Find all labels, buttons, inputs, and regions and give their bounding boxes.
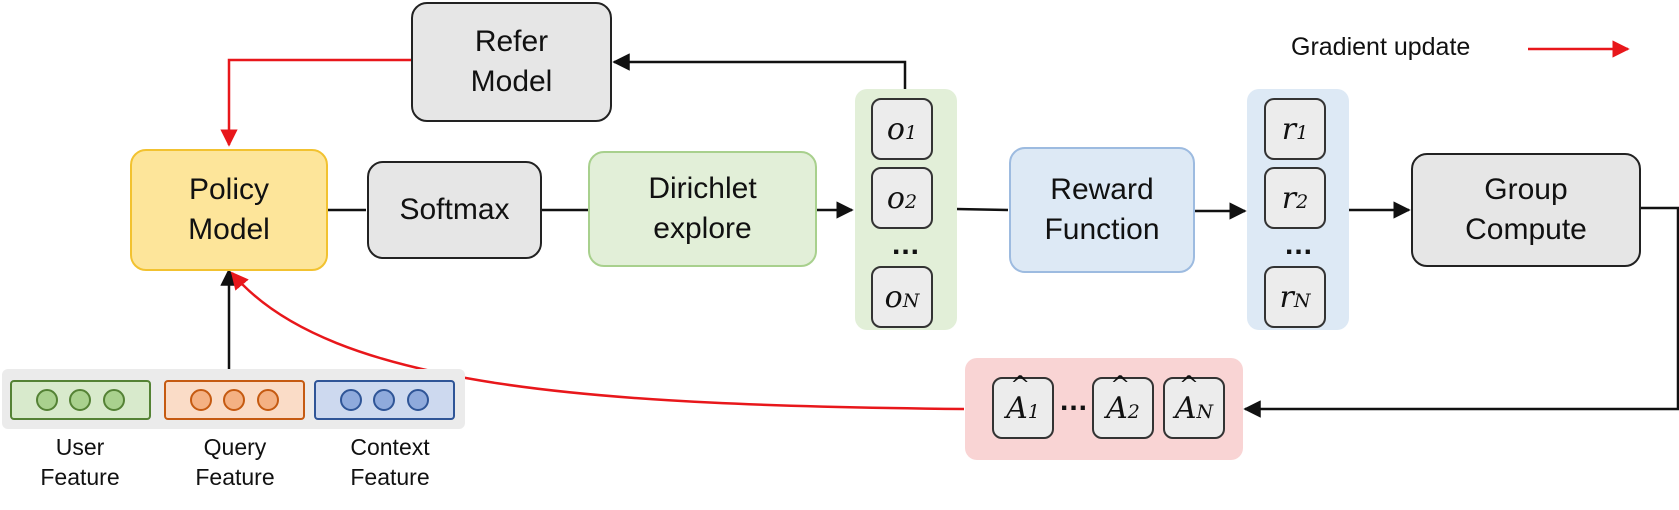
gradient-arrow-advantages-to-policy [230,271,965,411]
feature-user-dot [69,389,92,411]
softmax-label: Softmax [399,193,510,226]
advantage-token-n: AN [1163,371,1225,439]
feature-user-vector [10,380,151,420]
refer-model-label: Refer Model [470,25,553,98]
reward-function-node: Reward Function [1009,147,1195,273]
group-compute-label: Group Compute [1465,173,1587,246]
feature-context-label: Context Feature [350,434,430,490]
advantage-token-2: A2 [1092,371,1154,439]
reward-function-label: Reward Function [1044,173,1160,246]
feature-query-dot [257,389,280,411]
advantage-ellipsis: ... [1060,384,1089,417]
feature-context-dot [339,389,362,411]
feature-query-dot [223,389,246,411]
line-outputs-to-reward [955,207,1009,212]
feature-user-label: User Feature [40,434,120,490]
gradient-arrow-refer-to-policy [220,58,411,147]
refer-model-node: Refer Model [411,2,612,122]
feature-user-dot [35,389,58,411]
policy-model-label: Policy Model [188,173,270,246]
reward-ellipsis: ... [1285,228,1314,261]
feature-context-dot [407,389,430,411]
group-compute-node: Group Compute [1411,153,1641,267]
softmax-node: Softmax [367,161,542,259]
feature-query-label: Query Feature [195,434,275,490]
dirichlet-label: Dirichlet explore [648,172,757,245]
dirichlet-explore-node: Dirichlet explore [588,151,817,267]
feature-query-vector [164,380,305,420]
advantage-token-1: A1 [992,371,1054,439]
arrow-group-to-advantages [1243,206,1679,418]
feature-user-dot [103,389,126,411]
policy-model-node: Policy Model [130,149,328,271]
output-ellipsis: ... [892,228,921,261]
arrow-outputs-to-refer [612,53,907,90]
feature-query-dot [189,389,212,411]
feature-context-vector [314,380,455,420]
legend-label: Gradient update [1291,33,1471,61]
feature-context-dot [373,389,396,411]
